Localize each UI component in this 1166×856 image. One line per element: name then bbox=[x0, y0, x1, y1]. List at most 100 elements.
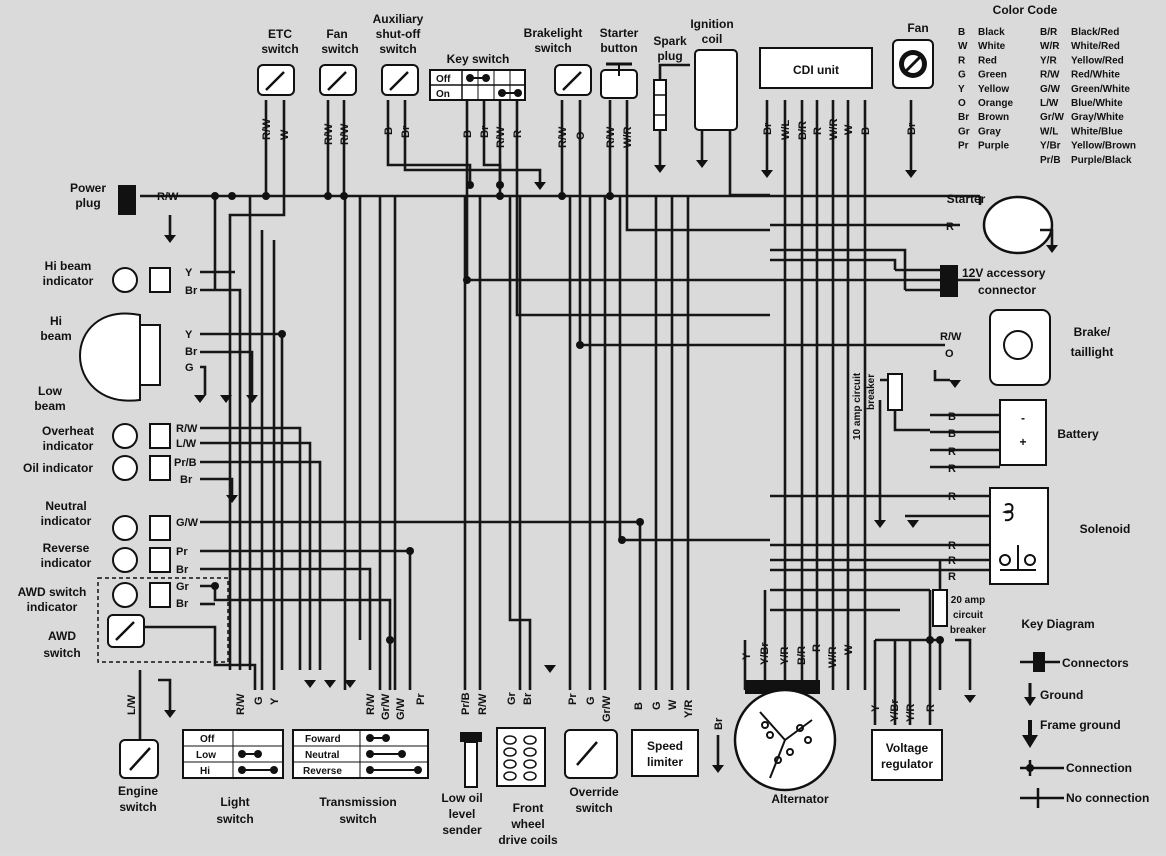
accessory-label-1: connector bbox=[978, 283, 1036, 297]
color-code-right-code: Y/Br bbox=[1040, 141, 1061, 152]
brake-wire-0: R/W bbox=[557, 126, 569, 148]
overheat-indicator: Overheat indicator R/W L/W bbox=[42, 423, 198, 453]
aux-label-1: shut-off bbox=[376, 27, 422, 41]
alternator: Br Y Y/Br Y/R B/R R W/R W Alternator bbox=[713, 642, 855, 806]
light-row-hi: Hi bbox=[200, 766, 210, 777]
hi-beam-wire-2: G bbox=[185, 362, 194, 374]
vr-wire-1: Y/Br bbox=[889, 699, 901, 722]
color-code-left-name: Black bbox=[978, 27, 1005, 38]
cdi-wire-4: W/R bbox=[828, 119, 840, 140]
cdi-wire-3: R bbox=[812, 127, 824, 135]
color-code-left-name: White bbox=[978, 41, 1006, 52]
ground-icon bbox=[712, 765, 724, 773]
aux-shutoff-switch: Auxiliary shut-off switch B Br bbox=[373, 12, 424, 138]
color-code-right-code: W/R bbox=[1040, 41, 1060, 52]
override-wire-0: Pr bbox=[567, 693, 579, 705]
front-wheel-label-2: drive coils bbox=[498, 833, 558, 847]
breaker20-label-1: circuit bbox=[953, 610, 984, 621]
accessory-connector-body bbox=[940, 265, 958, 297]
color-code-left-name: Orange bbox=[978, 98, 1013, 109]
trans-row-reverse: Reverse bbox=[303, 766, 342, 777]
battery-wire-2: R bbox=[948, 446, 956, 458]
ground-icon bbox=[654, 165, 666, 173]
cdi-wire-2: B/R bbox=[797, 121, 809, 140]
reverse-wire-1: Br bbox=[176, 564, 189, 576]
hi-beam-label-1: beam bbox=[40, 329, 71, 343]
starter-label: Starter bbox=[947, 192, 986, 206]
speed-wire-2: W bbox=[667, 699, 679, 710]
oil-wire-0: Pr/B bbox=[174, 457, 197, 469]
brakelight-label-0: Brakelight bbox=[524, 26, 583, 40]
color-code-right-code: Pr/B bbox=[1040, 155, 1061, 166]
awd-ind-label-1: indicator bbox=[27, 600, 78, 614]
brake-r-wire-1: O bbox=[945, 348, 954, 360]
alt-br-wire: Br bbox=[713, 717, 725, 730]
etc-switch: ETC switch R/W W bbox=[257, 27, 299, 140]
breaker10-label-0: 10 amp circuit bbox=[852, 372, 863, 440]
color-code-right-name: Black/Red bbox=[1071, 27, 1119, 38]
color-code-left-code: W bbox=[958, 41, 968, 52]
starter-button-label-0: Starter bbox=[600, 26, 639, 40]
low-oil-label-1: level bbox=[449, 807, 476, 821]
etc-wire-1: W bbox=[279, 129, 291, 140]
breaker-10amp: 10 amp circuit breaker bbox=[852, 372, 903, 440]
ground-icon bbox=[761, 170, 773, 178]
key-off-label: Off bbox=[436, 74, 451, 85]
color-code-left-code: Gr bbox=[958, 126, 970, 137]
key-diagram-title: Key Diagram bbox=[1021, 617, 1094, 631]
ground-icon bbox=[164, 710, 176, 718]
trans-wire-0: R/W bbox=[365, 693, 377, 715]
etc-switch-label: ETC bbox=[268, 27, 292, 41]
color-code-title: Color Code bbox=[993, 3, 1058, 17]
reverse-label-0: Reverse bbox=[43, 541, 90, 555]
ground-icon bbox=[949, 380, 961, 388]
light-wire-0: R/W bbox=[235, 693, 247, 715]
fan-wire: Br bbox=[906, 122, 918, 135]
taillight-label-1: taillight bbox=[1071, 345, 1114, 359]
alt-wire-3: B/R bbox=[796, 646, 808, 665]
color-code-left-name: Brown bbox=[978, 112, 1009, 123]
vr-wire-2: Y/R bbox=[905, 704, 917, 722]
power-plug-label-0: Power bbox=[70, 181, 106, 195]
starter-body bbox=[982, 195, 1054, 255]
solenoid-wire-0: R bbox=[948, 491, 956, 503]
color-code-left-code: O bbox=[958, 98, 966, 109]
spark-plug-label-1: plug bbox=[657, 49, 682, 63]
etc-switch-label-2: switch bbox=[261, 42, 298, 56]
low-oil-wire-0: Pr/B bbox=[460, 692, 472, 715]
ground-icon bbox=[164, 235, 176, 243]
front-wire-1: Br bbox=[522, 692, 534, 705]
front-wheel-label-1: wheel bbox=[510, 817, 544, 831]
front-wheel-label-0: Front bbox=[513, 801, 544, 815]
vr-wire-3: R bbox=[925, 704, 937, 712]
svg-text:+: + bbox=[1019, 435, 1026, 449]
spark-plug-body bbox=[653, 79, 667, 131]
alternator-label: Alternator bbox=[771, 792, 829, 806]
trans-wire-1: Gr/W bbox=[380, 693, 392, 720]
awd-wire-1: Br bbox=[176, 598, 189, 610]
aux-label-0: Auxiliary bbox=[373, 12, 424, 26]
color-code-left-code: B bbox=[958, 27, 965, 38]
speed-limiter-label-1: limiter bbox=[647, 755, 683, 769]
ground-icon bbox=[964, 695, 976, 703]
headlight-body bbox=[79, 312, 141, 402]
key-frame-ground-label: Frame ground bbox=[1040, 718, 1121, 732]
solenoid-wire-2: R bbox=[948, 555, 956, 567]
aux-wire-1: Br bbox=[400, 125, 412, 138]
fan-switch: Fan switch R/W R/W bbox=[319, 27, 359, 145]
ground-icon bbox=[544, 665, 556, 673]
vr-label-0: Voltage bbox=[886, 741, 929, 755]
cdi-unit-label: CDI unit bbox=[793, 63, 839, 77]
light-wire-2: Y bbox=[269, 697, 281, 705]
voltage-regulator: Y Y/Br Y/R R Voltage regulator bbox=[870, 699, 943, 781]
hi-beam-indicator-label-0: Hi beam bbox=[45, 259, 92, 273]
solenoid-wire-3: R bbox=[948, 571, 956, 583]
color-code-left-code: R bbox=[958, 55, 966, 66]
low-oil-sender: Pr/B R/W Low oil level sender bbox=[441, 692, 489, 837]
taillight-label-0: Brake/ bbox=[1074, 325, 1111, 339]
engine-switch: L/W Engine switch bbox=[118, 670, 172, 814]
